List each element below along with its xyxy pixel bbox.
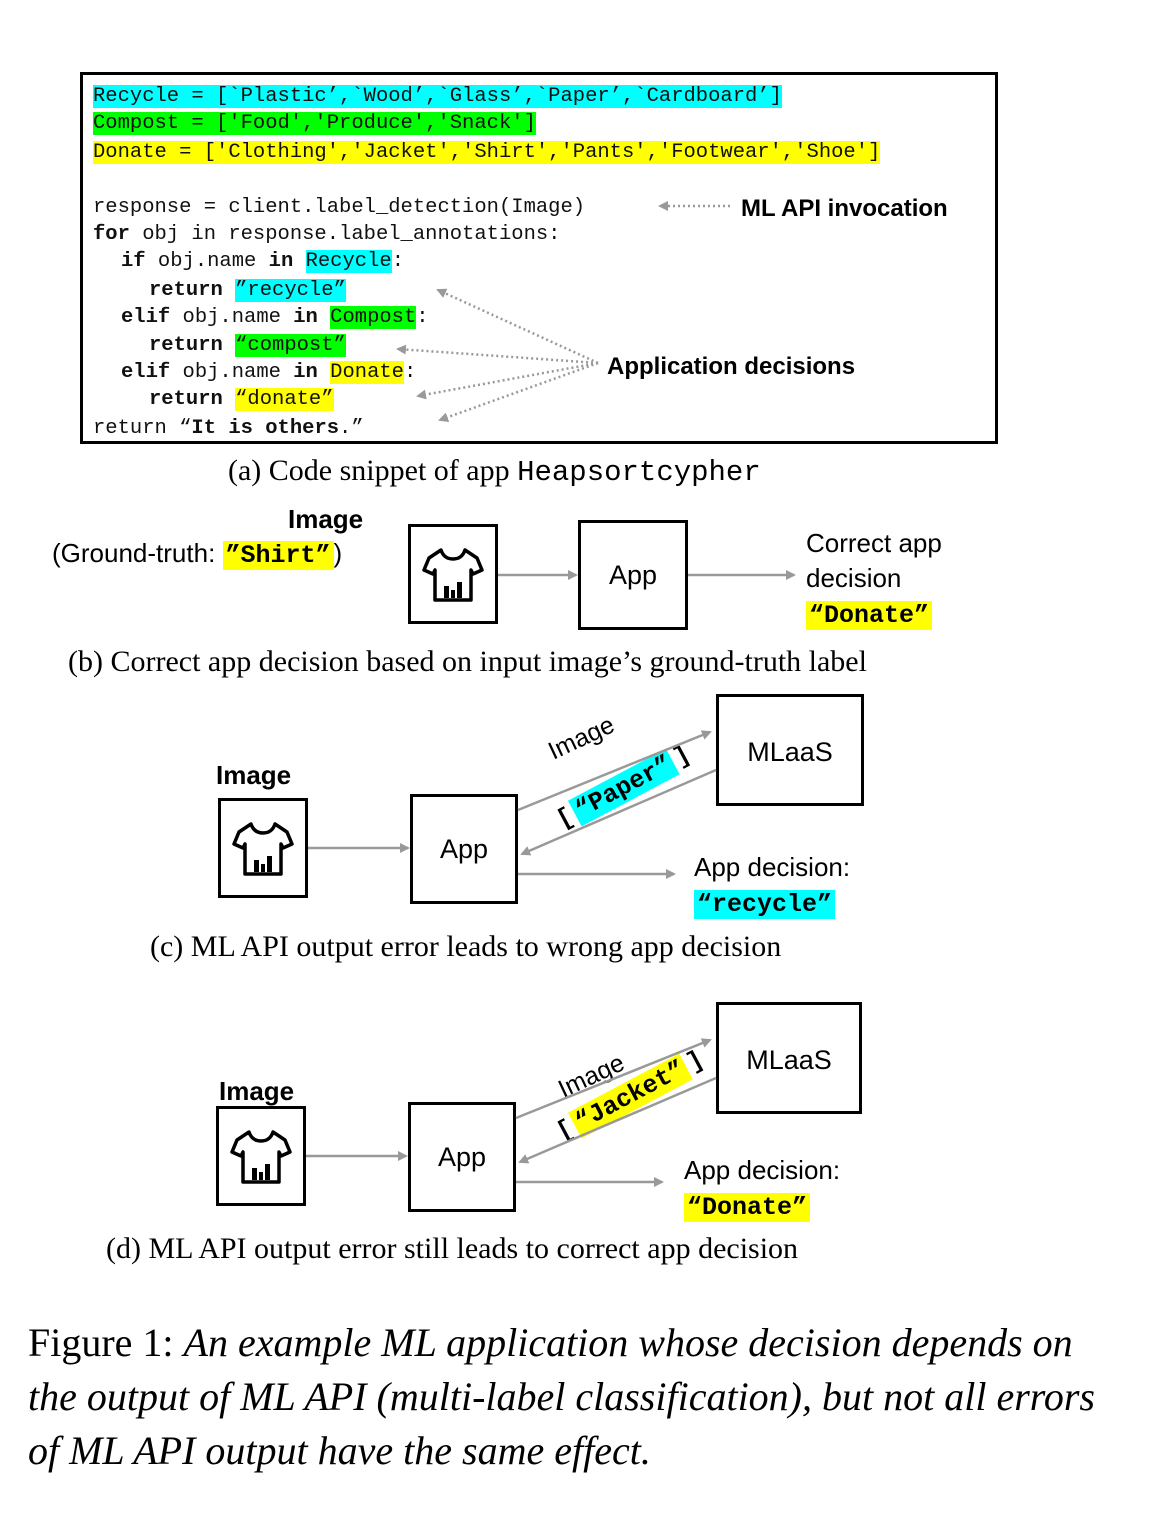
panel-b-decision: Correct app decision “Donate” — [806, 528, 942, 630]
arrow-d-mlaas-to-app — [518, 1076, 717, 1164]
panel-b-decision-value: “Donate” — [806, 601, 933, 630]
note-ml-api-invocation: ML API invocation — [741, 195, 948, 222]
arrow-c-mlaas-to-app — [520, 768, 717, 856]
dotted-arrow-to-compost — [396, 344, 599, 365]
panel-c-decision: App decision: “recycle” — [694, 852, 851, 919]
panel-d-mlaas-box: MLaaS — [716, 1002, 862, 1114]
code-line-donate: Donate = ['Clothing','Jacket','Shirt','P… — [93, 141, 881, 164]
shirt-icon — [232, 822, 294, 876]
dotted-arrow-to-donate — [416, 361, 599, 400]
caption-b: (b) Correct app decision based on input … — [68, 645, 867, 678]
panel-c-image-box — [218, 798, 308, 898]
shirt-icon — [422, 548, 484, 602]
arrow-c-app-to-mlaas — [517, 730, 712, 812]
code-line-elif-compost: elif obj.name in Compost: — [121, 306, 429, 329]
panel-d-decision-value: “Donate” — [684, 1193, 811, 1222]
code-line-return-recycle: return ”recycle” — [149, 279, 346, 302]
panel-d-app-box: App — [408, 1102, 516, 1212]
panel-b-ground-truth: (Ground-truth: ”Shirt”) — [52, 538, 343, 570]
panel-b-app-box: App — [578, 520, 688, 630]
figure-caption: Figure 1: An example ML application whos… — [28, 1320, 1095, 1473]
code-line-elif-donate: elif obj.name in Donate: — [121, 361, 417, 384]
arrow-d-app-to-mlaas — [515, 1038, 712, 1120]
panel-d-image-label: Image — [219, 1076, 295, 1106]
code-line-response: response = client.label_detection(Image) — [93, 196, 586, 219]
code-line-return-others: return “It is others.” — [93, 417, 364, 440]
code-line-for: for obj in response.label_annotations: — [93, 223, 561, 246]
code-line-return-donate: return “donate” — [149, 388, 334, 411]
caption-a: (a) Code snippet of app Heapsortcypher — [228, 454, 761, 489]
dotted-arrow-to-recycle — [436, 288, 599, 365]
code-snippet-box: Recycle = [`Plastic’,`Wood’,`Glass’,`Pap… — [80, 72, 998, 444]
code-line-if: if obj.name in Recycle: — [121, 250, 404, 273]
panel-c-mlaas-box: MLaaS — [716, 694, 864, 806]
panel-b-image-box — [408, 524, 498, 624]
panel-c-image-label: Image — [216, 760, 292, 790]
code-line-compost: Compost = ['Food','Produce','Snack'] — [93, 112, 536, 135]
caption-d: (d) ML API output error still leads to c… — [106, 1232, 799, 1265]
panel-c-app-box: App — [410, 794, 518, 904]
panel-c-decision-value: “recycle” — [694, 890, 836, 919]
shirt-icon — [230, 1130, 292, 1184]
panel-d-decision: App decision: “Donate” — [684, 1155, 841, 1222]
note-application-decisions: Application decisions — [607, 353, 856, 380]
panel-d-image-box — [216, 1106, 306, 1206]
code-line-recycle: Recycle = [`Plastic’,`Wood’,`Glass’,`Pap… — [93, 85, 782, 108]
panel-b-image-label: Image — [288, 504, 364, 534]
caption-c: (c) ML API output error leads to wrong a… — [150, 930, 782, 963]
code-line-return-compost: return “compost” — [149, 334, 346, 357]
